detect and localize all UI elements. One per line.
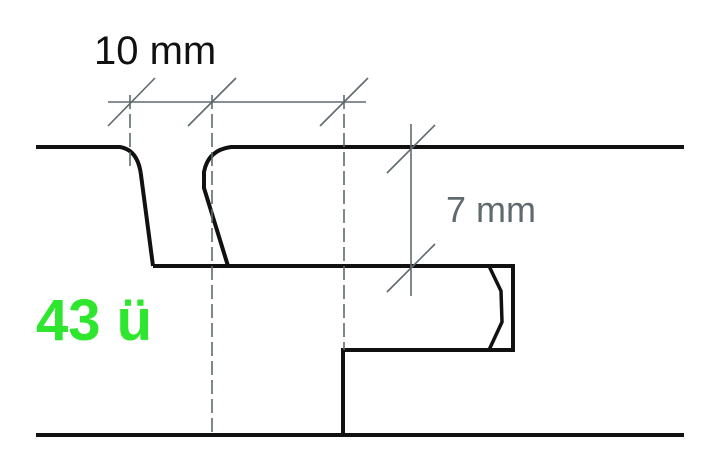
top-surface-right <box>202 145 684 267</box>
width-tick-1 <box>107 77 156 127</box>
depth-dimension-label: 7 mm <box>446 189 536 230</box>
tongue-outline <box>153 264 515 437</box>
overlay-label: 43 ü <box>36 288 152 353</box>
width-dimension-label: 10 mm <box>94 29 216 73</box>
top-surface-left <box>36 145 155 267</box>
depth-tick-2 <box>386 243 436 293</box>
depth-tick-1 <box>386 124 436 174</box>
tongue-tip-bevel <box>487 265 504 351</box>
